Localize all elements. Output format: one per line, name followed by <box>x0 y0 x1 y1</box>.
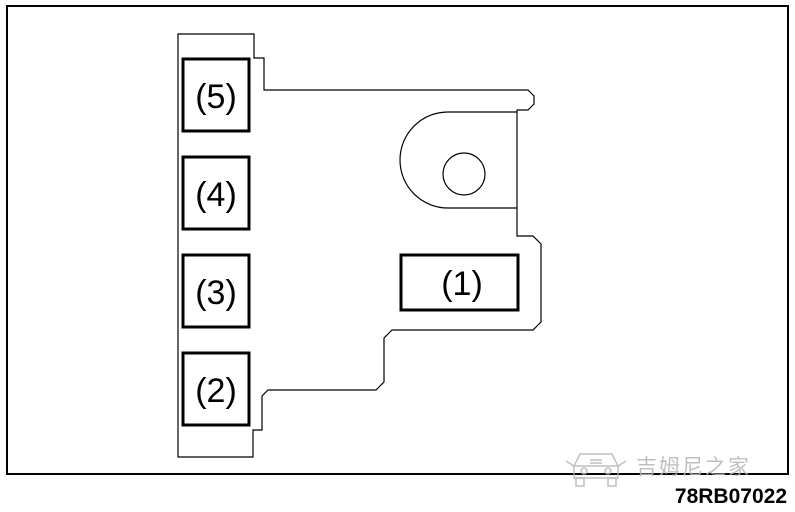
terminal-3-box <box>181 253 251 329</box>
terminal-2-box <box>181 351 251 427</box>
diagram-frame <box>6 5 789 475</box>
terminal-5-box <box>181 57 251 133</box>
watermark: 吉姆尼之家 <box>565 453 751 487</box>
terminal-2-label: (2) <box>195 372 237 410</box>
terminal-1-label: (1) <box>441 265 483 303</box>
terminal-4-box <box>181 155 251 231</box>
watermark-text: 吉姆尼之家 <box>636 455 751 479</box>
mounting-hole <box>442 152 486 196</box>
terminal-1-box <box>399 253 520 312</box>
terminal-3-label: (3) <box>195 274 237 312</box>
terminal-5-label: (5) <box>195 78 237 116</box>
mounting-lug-outline <box>399 111 517 209</box>
component-body-outline <box>177 33 542 458</box>
figure-code: 78RB07022 <box>675 485 787 508</box>
terminal-4-label: (4) <box>195 176 237 214</box>
jeep-icon <box>565 453 627 487</box>
